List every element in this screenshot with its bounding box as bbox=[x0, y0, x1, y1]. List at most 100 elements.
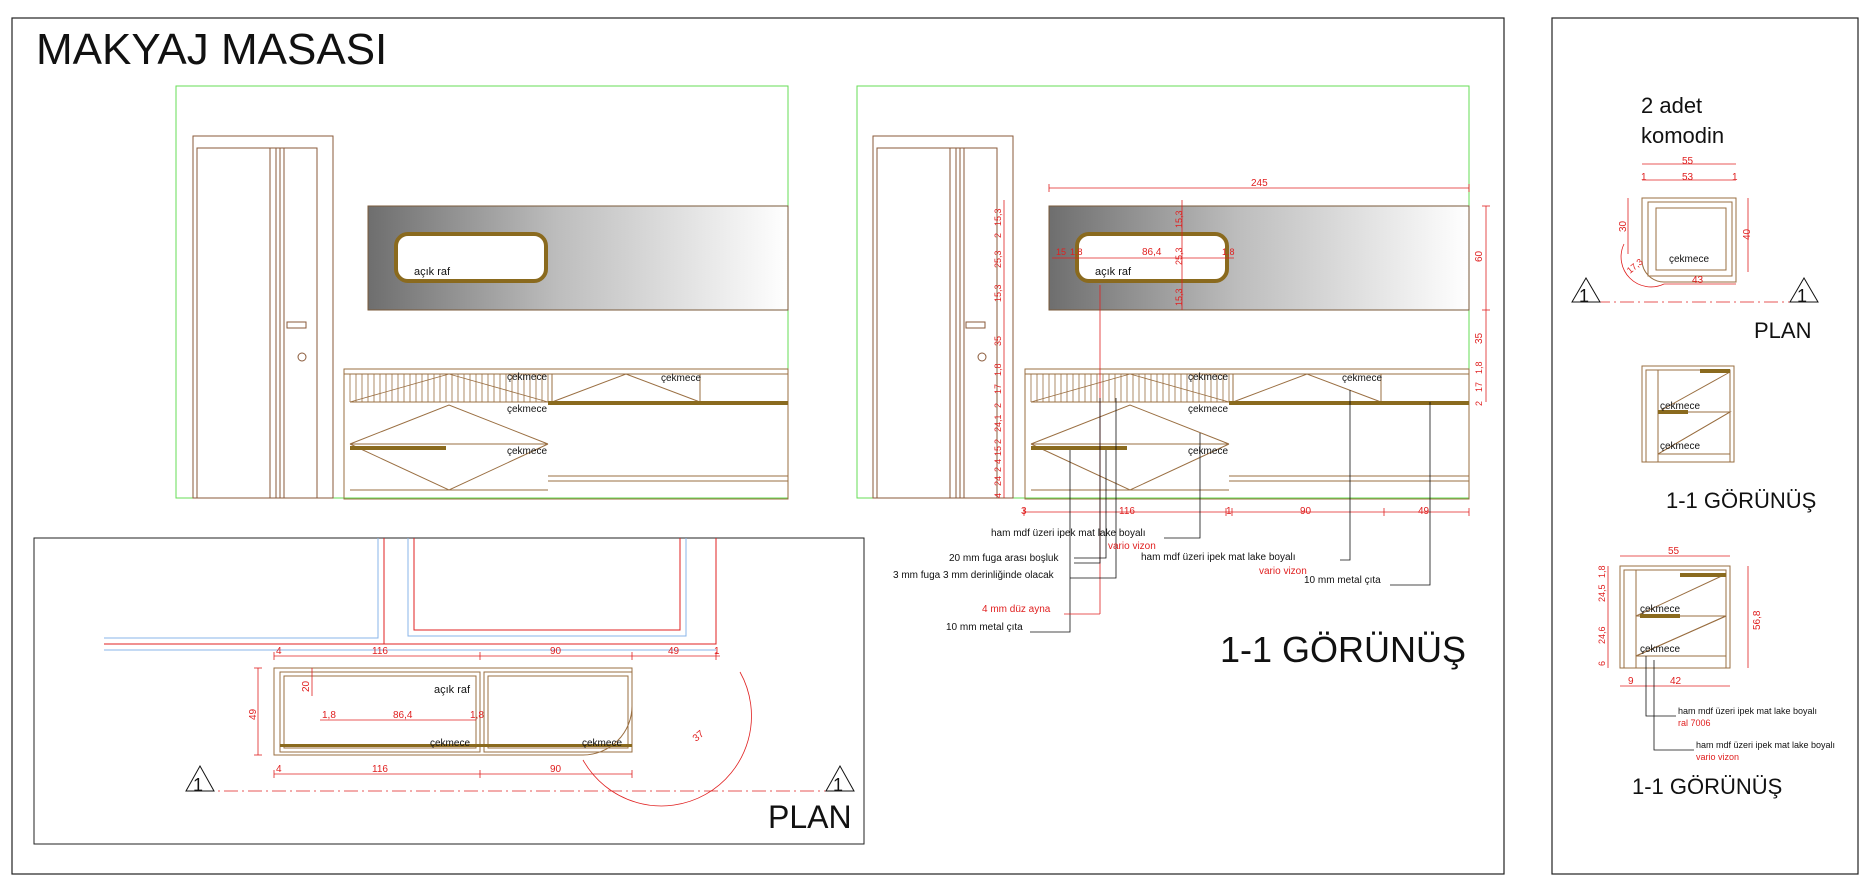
komodin-section-left-2: 24,5 bbox=[1597, 584, 1607, 602]
dim-shelf-side-right: 1,8 bbox=[1222, 247, 1235, 257]
drawer-label-left-3: çekmece bbox=[507, 404, 547, 415]
section-marker-left: 1 bbox=[193, 775, 203, 795]
komodin-front-drawer-2: çekmece bbox=[1660, 441, 1700, 452]
fluted-panel-left bbox=[349, 373, 549, 403]
callout-2: 20 mm fuga arası boşluk bbox=[949, 553, 1059, 564]
komodin-callout-leaders bbox=[1645, 656, 1694, 751]
side-frame bbox=[1551, 17, 1859, 875]
dim-mirror-height: 60 bbox=[1474, 250, 1485, 262]
dimension-lines-right bbox=[1003, 184, 1490, 614]
left-stack-dims: 2 15,3 25,3 15,3 35 1,8 17 2 24,1 2 15 4… bbox=[993, 208, 1003, 498]
dim-top-right-b: 17 bbox=[1474, 382, 1484, 392]
plan-metal-strip bbox=[280, 744, 632, 747]
komodin-front-title: 1-1 GÖRÜNÜŞ bbox=[1666, 488, 1816, 513]
komodin-front-strip-1 bbox=[1700, 369, 1730, 373]
section-view-title: 1-1 GÖRÜNÜŞ bbox=[1220, 629, 1466, 670]
komodin-plan-shape bbox=[1641, 197, 1737, 283]
plan-walls bbox=[104, 538, 717, 651]
stack-dim: 17 bbox=[993, 384, 1003, 394]
komodin-plan-width: 55 bbox=[1682, 156, 1694, 167]
open-shelf-label-right: açık raf bbox=[1095, 266, 1132, 278]
plan-dim-top-5: 1 bbox=[714, 646, 720, 657]
plan-dim-radius: 37 bbox=[691, 728, 707, 744]
open-shelf-left bbox=[394, 232, 548, 283]
plan-dim-depth: 49 bbox=[248, 708, 259, 720]
komodin-front-strip-2 bbox=[1658, 410, 1688, 414]
komodin-section bbox=[1619, 565, 1731, 669]
plan-dim-top-2: 116 bbox=[372, 646, 388, 657]
stack-dim: 1,8 bbox=[993, 363, 1003, 376]
komodin-callout-1: ham mdf üzeri ipek mat lake boyalı bbox=[1678, 706, 1817, 716]
stack-dim: 25,3 bbox=[993, 250, 1003, 268]
dim-bottom-4: 90 bbox=[1300, 506, 1312, 517]
dim-total-width: 245 bbox=[1251, 178, 1268, 189]
elevation-right: açık raf bbox=[856, 85, 1490, 670]
komodin-callout-1-sub: ral 7006 bbox=[1678, 718, 1711, 728]
door-right bbox=[872, 135, 1014, 499]
plan-dim-inner-right: 1,8 bbox=[470, 710, 484, 721]
stack-dim: 24 bbox=[993, 476, 1003, 486]
dim-shelf-bottom: 15,3 bbox=[1174, 288, 1184, 306]
komodin-callout-2-sub: vario vizon bbox=[1696, 752, 1739, 762]
dim-shelf-side-left-2: 1,8 bbox=[1070, 247, 1083, 257]
komodin-section-width: 55 bbox=[1668, 546, 1680, 557]
komodin-section-drawer-1: çekmece bbox=[1640, 604, 1680, 615]
komodin-plan-inner: 53 bbox=[1682, 172, 1694, 183]
stack-dim: 15,3 bbox=[993, 284, 1003, 302]
dim-shelf-top: 15,3 bbox=[1174, 210, 1184, 228]
komodin-section-bottom-1: 9 bbox=[1628, 676, 1634, 687]
komodin-callout-2: ham mdf üzeri ipek mat lake boyalı bbox=[1696, 740, 1835, 750]
komodin-panel: 2 adet komodin çekmece 55 53 1 1 30 40 4… bbox=[1571, 93, 1835, 799]
stack-dim: 2 bbox=[993, 403, 1003, 408]
komodin-section-left-1: 1,8 bbox=[1597, 565, 1607, 578]
plan-frame bbox=[33, 537, 865, 845]
section-marker-right: 1 bbox=[833, 775, 843, 795]
plan-dim-bottom-2: 116 bbox=[372, 764, 388, 775]
door-left bbox=[192, 135, 334, 499]
stack-dim: 35 bbox=[993, 336, 1003, 346]
plan-dim-bottom-1: 4 bbox=[276, 764, 282, 775]
callout-leaders bbox=[1030, 390, 1431, 633]
callout-5: 10 mm metal çıta bbox=[946, 622, 1023, 633]
dim-gap-above-top: 35 bbox=[1474, 332, 1485, 344]
stack-dim: 4 bbox=[993, 459, 1003, 464]
komodin-section-left-3: 24,6 bbox=[1597, 626, 1607, 644]
plan-dim-bottom-3: 90 bbox=[550, 764, 562, 775]
komodin-section-title: 1-1 GÖRÜNÜŞ bbox=[1632, 774, 1782, 799]
dim-bottom-2: 116 bbox=[1119, 506, 1135, 517]
callout-4: 4 mm düz ayna bbox=[982, 604, 1051, 615]
dim-shelf-height: 25,3 bbox=[1174, 247, 1184, 265]
drawer-label-right-2: çekmece bbox=[1342, 373, 1382, 384]
callout-3: 3 mm fuga 3 mm derinliğinde olacak bbox=[893, 570, 1055, 581]
komodin-section-left-4: 6 bbox=[1597, 661, 1607, 666]
plan-dim-inner-left: 1,8 bbox=[322, 710, 336, 721]
drawer-label-left-1: çekmece bbox=[507, 372, 547, 383]
komodin-marker-left-icon bbox=[1571, 277, 1601, 303]
metal-strip-left-mid bbox=[350, 446, 446, 450]
plan-dim-inner-width: 86,4 bbox=[393, 710, 413, 721]
komodin-section-height: 56,8 bbox=[1752, 610, 1763, 630]
section-marker-left-icon bbox=[185, 764, 215, 792]
plan-shelf-label: açık raf bbox=[434, 684, 471, 696]
komodin-section-strip-1 bbox=[1680, 573, 1726, 577]
komodin-heading-1: 2 adet bbox=[1641, 93, 1702, 118]
plan-cabinet bbox=[273, 667, 633, 756]
komodin-plan-title: PLAN bbox=[1754, 318, 1811, 343]
komodin-plan-depth2: 40 bbox=[1742, 228, 1753, 240]
drawer-label-left-4: çekmece bbox=[507, 446, 547, 457]
plan-dim-top-4: 49 bbox=[668, 646, 680, 657]
stack-dim: 24,1 bbox=[993, 414, 1003, 432]
callout-1-sub: vario vizon bbox=[1108, 541, 1156, 552]
main-frame bbox=[11, 17, 1505, 875]
plan-dim-inner-depth: 20 bbox=[301, 680, 312, 692]
stack-dim: 2 bbox=[993, 467, 1003, 472]
stack-dim: 2 bbox=[993, 439, 1003, 444]
sheet-title: MAKYAJ MASASI bbox=[36, 25, 387, 74]
dim-shelf-inner-width: 86,4 bbox=[1142, 247, 1162, 258]
stack-dim: 15 bbox=[993, 446, 1003, 456]
komodin-plan-dims bbox=[1620, 163, 1749, 288]
dim-bottom-3: 1 bbox=[1226, 506, 1232, 517]
cabinet-right bbox=[1024, 368, 1470, 500]
stack-dim: 4 bbox=[993, 493, 1003, 498]
komodin-marker-left: 1 bbox=[1579, 286, 1589, 306]
